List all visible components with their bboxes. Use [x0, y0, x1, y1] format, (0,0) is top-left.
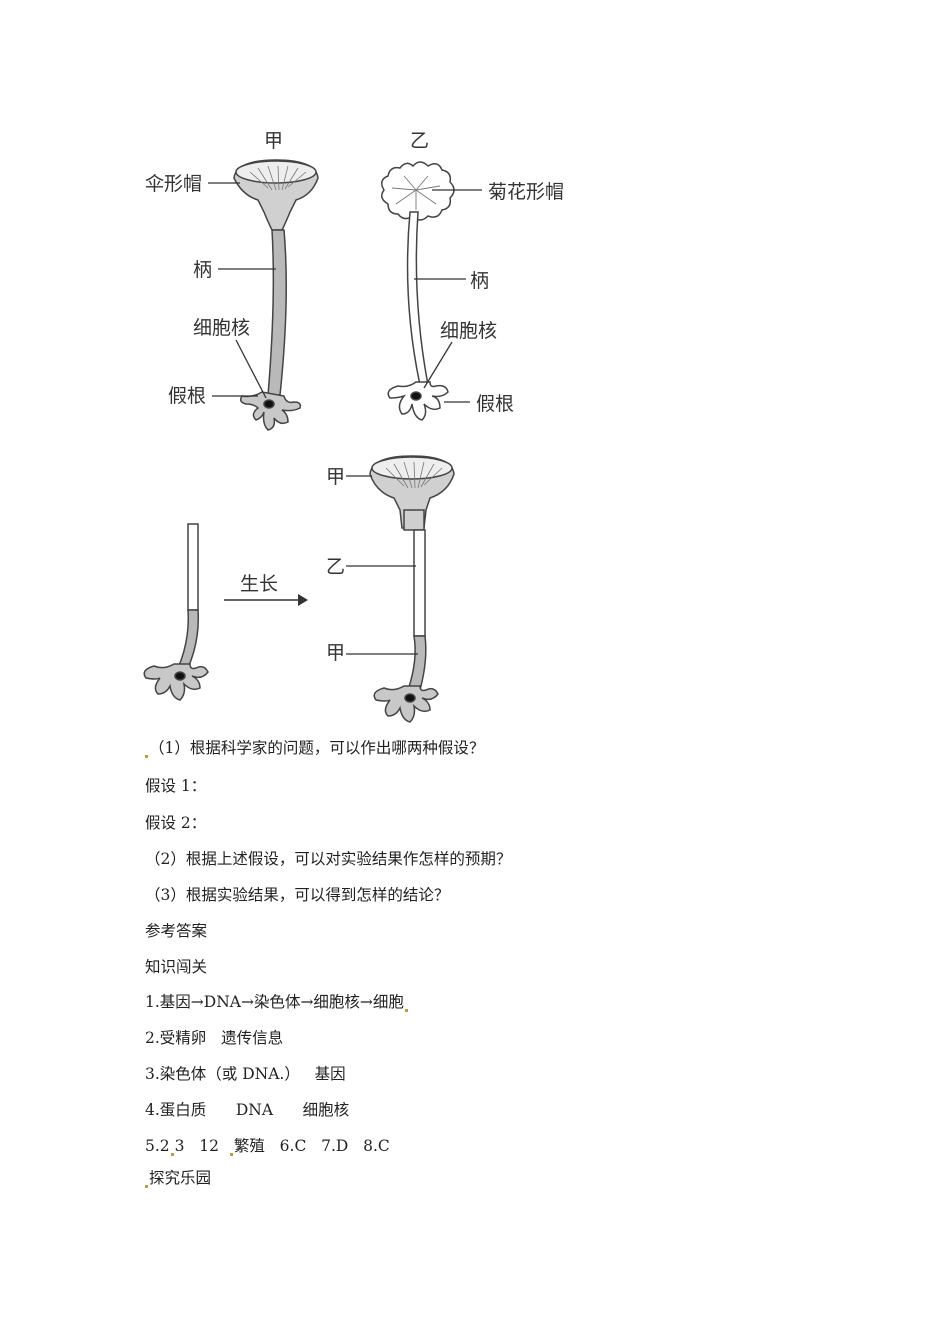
label-rhizoid-right: 假根	[476, 393, 514, 415]
growth-arrow	[224, 594, 308, 606]
label-umbrella-cap: 伞形帽	[145, 173, 202, 195]
marker-dot	[229, 1153, 233, 1156]
alga-graft-start	[143, 523, 209, 701]
section-explore: 探究乐园	[145, 1168, 211, 1188]
section-knowledge: 知识闯关	[145, 958, 208, 976]
answer-1: 1.基因→DNA→染色体→细胞核→细胞	[145, 992, 409, 1012]
answers-title: 参考答案	[145, 922, 208, 940]
answer-4: 4.蛋白质 DNA 细胞核	[145, 1101, 350, 1119]
label-chrysanthemum-cap: 菊花形帽	[488, 181, 564, 203]
answer-3: 3.染色体（或 DNA.） 基因	[145, 1065, 346, 1083]
label-middle-yi: 乙	[326, 556, 345, 578]
marker-dot	[170, 1153, 174, 1156]
label-stalk-right: 柄	[470, 270, 489, 292]
question-1-text: （1）根据科学家的问题，可以作出哪两种假设？	[149, 739, 485, 757]
label-base-jia: 甲	[326, 642, 345, 664]
marker-dot	[404, 1009, 408, 1012]
label-nucleus-left: 细胞核	[193, 317, 250, 339]
alga-jia-top	[233, 159, 319, 431]
question-2: （2）根据上述假设，可以对实验结果作怎样的预期？	[145, 850, 512, 868]
label-jia-top: 甲	[264, 130, 283, 152]
label-rhizoid-left: 假根	[168, 385, 206, 407]
hypothesis-1: 假设 1：	[145, 777, 207, 795]
answer-1-text: 1.基因→DNA→染色体→细胞核→细胞	[145, 993, 404, 1011]
label-growth: 生长	[240, 573, 278, 595]
answer-2: 2.受精卵 遗传信息	[145, 1029, 284, 1047]
acetabularia-figure: 甲 伞形帽 柄 细胞核 假根 乙 菊花形帽 柄 细胞核 假根	[143, 130, 564, 723]
label-yi-top: 乙	[410, 130, 429, 152]
label-nucleus-right: 细胞核	[440, 320, 497, 342]
label-cap-jia: 甲	[326, 466, 345, 488]
section-explore-text: 探究乐园	[149, 1169, 212, 1187]
question-3: （3）根据实验结果，可以得到怎样的结论？	[145, 886, 450, 904]
alga-graft-result	[369, 455, 455, 723]
answer-5-part3: 繁殖 6.C 7.D 8.C	[233, 1137, 390, 1155]
label-stalk-left: 柄	[193, 259, 212, 281]
alga-yi-top	[381, 161, 455, 421]
marker-dot	[145, 1185, 148, 1188]
question-1: （1）根据科学家的问题，可以作出哪两种假设？	[145, 738, 484, 758]
hypothesis-2: 假设 2：	[145, 814, 207, 832]
answer-5-part2: 3 12	[174, 1137, 229, 1155]
marker-dot	[145, 755, 148, 758]
answer-5-part1: 5.2	[145, 1137, 170, 1155]
